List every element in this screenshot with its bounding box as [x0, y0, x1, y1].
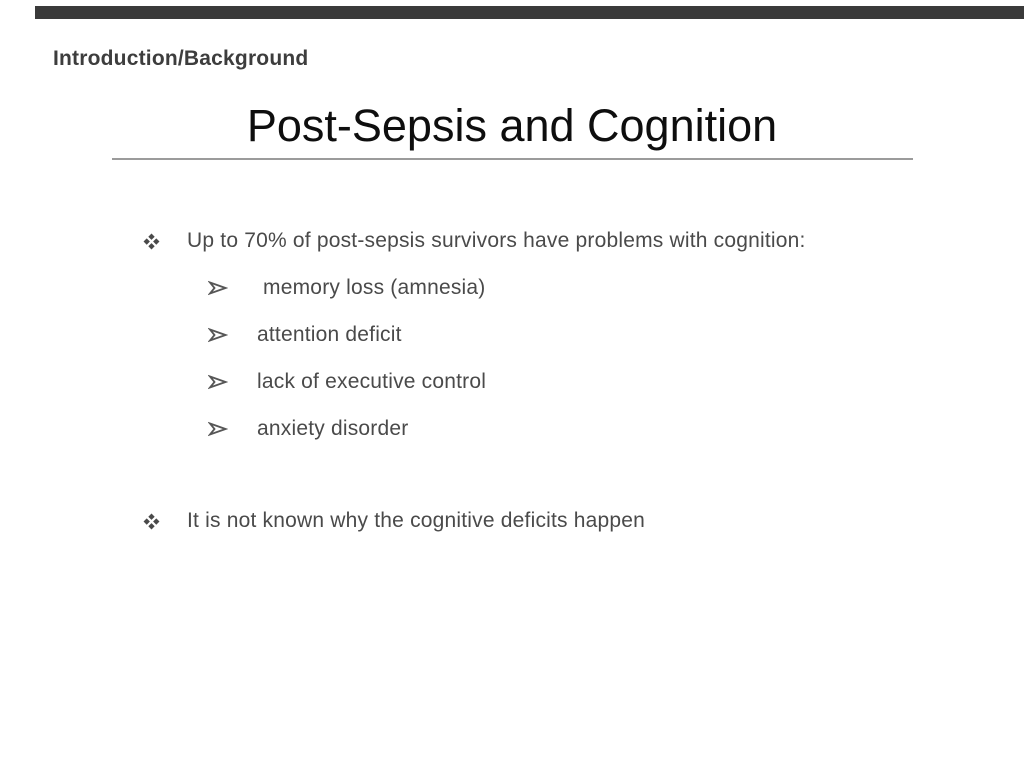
title-divider: [112, 158, 913, 160]
bullet-text: It is not known why the cognitive defici…: [187, 509, 646, 532]
list-item: lack of executive control: [207, 369, 487, 395]
sub-bullet-text: memory loss (amnesia): [257, 276, 486, 299]
slide-header: Introduction/Background: [53, 47, 309, 70]
sub-bullet-text: lack of executive control: [257, 370, 487, 393]
arrow-bullet-icon: [207, 421, 229, 437]
bullet-text: Up to 70% of post-sepsis survivors have …: [187, 229, 806, 252]
bullet-item: It is not known why the cognitive defici…: [143, 508, 645, 534]
diamond-bullet-icon: [143, 513, 160, 530]
arrow-bullet-icon: [207, 280, 229, 296]
top-bar: [35, 6, 1024, 19]
arrow-bullet-icon: [207, 327, 229, 343]
diamond-bullet-icon: [143, 233, 160, 250]
sub-bullet-list: memory loss (amnesia) attention deficit …: [207, 275, 487, 463]
page-title: Post-Sepsis and Cognition: [246, 100, 778, 151]
list-item: attention deficit: [207, 322, 486, 348]
sub-bullet-text: attention deficit: [257, 323, 402, 346]
list-item: anxiety disorder: [207, 416, 486, 442]
list-item: memory loss (amnesia): [207, 275, 486, 301]
bullet-item: Up to 70% of post-sepsis survivors have …: [143, 228, 806, 254]
arrow-bullet-icon: [207, 374, 229, 390]
sub-bullet-text: anxiety disorder: [257, 417, 409, 440]
